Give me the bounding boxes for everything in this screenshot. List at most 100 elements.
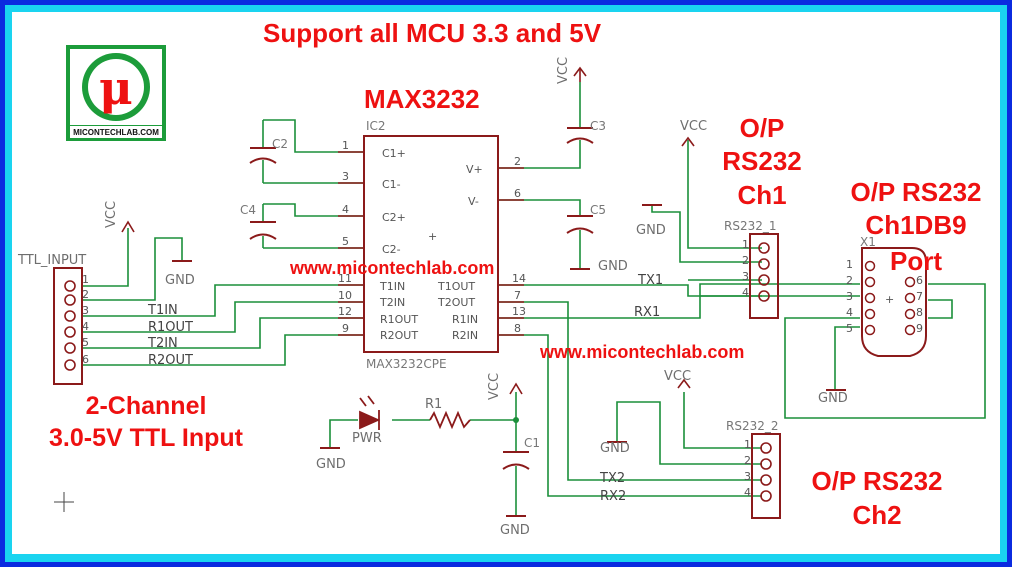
cap-label-c5: C5: [590, 203, 606, 217]
ic-pin-num: 1: [342, 139, 349, 152]
ic-pin-name: V-: [468, 195, 479, 208]
ic-pin-num: 8: [514, 322, 521, 335]
cap-label-c2: C2: [272, 137, 288, 151]
ic-pin-num: 14: [512, 272, 526, 285]
out-db9-label: O/P RS232: [850, 177, 981, 207]
db9-pin: 7: [916, 290, 923, 303]
ic-pin-name: T1IN: [379, 280, 405, 293]
ic-pin-name: C2-: [382, 243, 401, 256]
ic-pin-name: T2OUT: [437, 296, 475, 309]
db9-pin: 6: [916, 274, 923, 287]
out-db9-label: Port: [890, 246, 942, 276]
rs232-1-pin: 1: [742, 238, 749, 251]
out-ch1-label: Ch1: [737, 180, 786, 210]
cap-label-c3: C3: [590, 119, 606, 133]
ttl-header-ref: TTL_INPUT: [17, 253, 86, 268]
ic-part-label: MAX3232CPE: [366, 357, 447, 371]
gnd-label: GND: [600, 441, 630, 456]
header-pin-num: 5: [82, 336, 89, 349]
capacitor-symbols: [249, 127, 594, 470]
led-label: PWR: [352, 431, 382, 446]
net-label-r2out: R2OUT: [148, 353, 193, 368]
ic-pin-num: 5: [342, 235, 349, 248]
out-db9-label: Ch1DB9: [865, 210, 966, 240]
db9-pin: 4: [846, 306, 853, 319]
ic-pin-num: 7: [514, 289, 521, 302]
ic-ref-label: IC2: [366, 119, 386, 133]
db9-pin: 2: [846, 274, 853, 287]
gnd-label: GND: [598, 259, 628, 274]
micontechlab-logo: μ MICONTECHLAB.COM: [66, 45, 166, 141]
ic-pin-num: 10: [338, 289, 352, 302]
db9-pin: 3: [846, 290, 853, 303]
rs232-1-pin: 4: [742, 286, 749, 299]
net-label-t2in: T2IN: [147, 336, 178, 351]
ic-center-cross: +: [428, 230, 437, 243]
db9-ref: X1: [860, 235, 876, 249]
resistor-symbol: [429, 410, 471, 430]
max3232-ic: IC2 MAX3232CPE + 1 3 4 5 11 10 12 9 C1+ …: [338, 119, 526, 371]
net-label-tx2: TX2: [599, 471, 625, 486]
ic-pin-name: V+: [466, 163, 483, 176]
rs232-2-pin: 3: [744, 470, 751, 483]
junction-dot: [513, 417, 519, 423]
rs232-2-header: [751, 433, 781, 519]
db9-pin: 9: [916, 322, 923, 335]
wires: [82, 82, 986, 515]
net-label-tx1: TX1: [637, 273, 663, 288]
input-caption-line2: 3.0-5V TTL Input: [49, 424, 244, 452]
rs232-1-pin: 3: [742, 270, 749, 283]
logo-caption: MICONTECHLAB.COM: [73, 128, 159, 137]
gnd-symbols: [172, 204, 846, 517]
schematic-sheet: [12, 12, 1000, 554]
ic-pin-name: R2IN: [452, 329, 478, 342]
net-label-r1out: R1OUT: [148, 320, 193, 335]
ic-pin-name: T2IN: [379, 296, 405, 309]
ic-pin-num: 3: [342, 170, 349, 183]
header-pin-num: 1: [82, 273, 89, 286]
vcc-label: VCC: [556, 57, 571, 84]
rs232-2-pin: 4: [744, 486, 751, 499]
header-pin-num: 6: [82, 353, 89, 366]
ic-pin-num: 13: [512, 305, 526, 318]
gnd-label: GND: [636, 223, 666, 238]
vcc-symbols: [121, 66, 695, 395]
header-pin-num: 3: [82, 304, 89, 317]
rs232-2-pin: 1: [744, 438, 751, 451]
vcc-label: VCC: [680, 119, 707, 134]
gnd-label: GND: [316, 457, 346, 472]
rs232-2-pin: 2: [744, 454, 751, 467]
cap-label-c1: C1: [524, 436, 540, 450]
svg-text:+: +: [885, 293, 894, 306]
db9-connector: +: [861, 247, 927, 357]
ic-pin-num: 11: [338, 272, 352, 285]
ic-pin-name: R1OUT: [380, 313, 418, 326]
ic-pin-num: 9: [342, 322, 349, 335]
gnd-label: GND: [818, 391, 848, 406]
vcc-label: VCC: [487, 373, 502, 400]
ic-pin-num: 12: [338, 305, 352, 318]
rs232-1-ref: RS232_1: [724, 219, 777, 233]
logo-mu-glyph: μ: [99, 61, 133, 115]
net-label-rx1: RX1: [634, 305, 660, 320]
cap-label-c4: C4: [240, 203, 256, 217]
ic-pin-name: R1IN: [452, 313, 478, 326]
db9-pin: 1: [846, 258, 853, 271]
ic-pin-num: 6: [514, 187, 521, 200]
header-pin-num: 2: [82, 288, 89, 301]
out-ch2-label: O/P RS232: [811, 466, 942, 496]
header-pin-num: 4: [82, 320, 89, 333]
rs232-2-ref: RS232_2: [726, 419, 779, 433]
headline-title: Support all MCU 3.3 and 5V: [263, 18, 602, 48]
ic-pin-num: 2: [514, 155, 521, 168]
net-label-rx2: RX2: [600, 489, 626, 504]
ic-pin-name: C1-: [382, 178, 401, 191]
db9-pin: 5: [846, 322, 853, 335]
out-ch1-label: O/P: [740, 113, 785, 143]
ic-pin-name: T1OUT: [437, 280, 475, 293]
ic-pin-name: C1+: [382, 147, 406, 160]
gnd-label: GND: [165, 273, 195, 288]
website-watermark: www.micontechlab.com: [539, 342, 744, 362]
ic-pin-name: C2+: [382, 211, 406, 224]
db9-pin: 8: [916, 306, 923, 319]
